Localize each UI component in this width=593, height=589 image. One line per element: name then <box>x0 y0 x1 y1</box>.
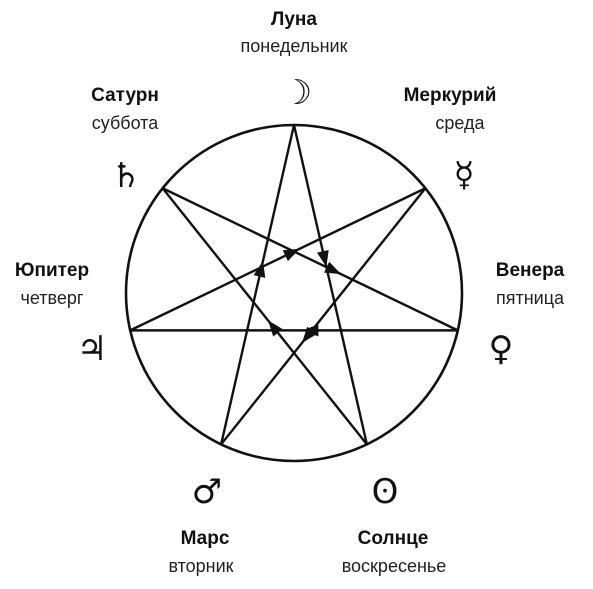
label-venus-name: Венера <box>496 260 565 281</box>
label-saturn-day: суббота <box>92 113 159 133</box>
arrowhead-icon <box>316 249 329 267</box>
label-mars-name: Марс <box>181 528 230 549</box>
label-venus-day: пятница <box>496 288 565 308</box>
jupiter-icon: ♃ <box>77 329 107 369</box>
arrowhead-icon <box>282 248 300 262</box>
arrowhead-icon <box>301 326 317 344</box>
star-line <box>292 124 369 445</box>
mercury-icon: ☿ <box>454 155 475 195</box>
outer-circle <box>124 123 464 463</box>
venus-icon: ♀ <box>489 329 514 369</box>
mars-icon: ♂ <box>192 472 222 512</box>
arrowhead-icon <box>324 261 342 275</box>
label-mercury-day: среда <box>435 113 485 133</box>
label-moon-day: понедельник <box>241 36 348 56</box>
label-mars-day: вторник <box>168 556 233 576</box>
star-line <box>129 187 426 332</box>
arrowhead-icon <box>267 320 283 337</box>
label-moon-name: Луна <box>271 9 317 30</box>
arrowhead-icon <box>253 260 266 278</box>
label-saturn-name: Сатурн <box>91 85 159 106</box>
sun-icon: ʘ <box>372 472 399 512</box>
moon-icon: ☽ <box>282 73 312 113</box>
label-jupiter-name: Юпитер <box>15 260 89 281</box>
label-mercury-name: Меркурий <box>404 85 497 106</box>
label-jupiter-day: четверг <box>21 288 84 308</box>
star-line <box>162 187 459 332</box>
label-sun-day: воскресенье <box>342 556 447 576</box>
label-sun-name: Солнце <box>358 528 429 549</box>
star-line <box>161 187 368 446</box>
star-line <box>219 124 296 445</box>
heptagram-star <box>129 124 459 446</box>
saturn-icon: ♄ <box>111 156 141 196</box>
star-line <box>220 187 427 446</box>
